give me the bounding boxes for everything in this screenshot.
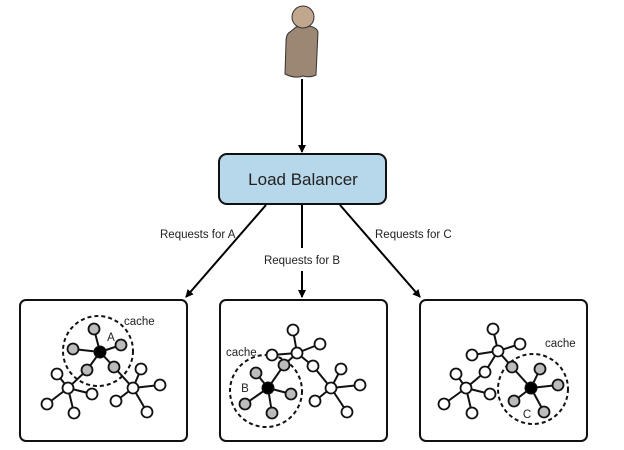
cached-node xyxy=(249,366,263,380)
cache-label-b: cache xyxy=(226,347,257,359)
graph-node xyxy=(306,359,320,373)
cached-node xyxy=(80,363,94,377)
cached-node xyxy=(537,405,551,419)
graph-node xyxy=(483,387,497,401)
cached-node xyxy=(107,360,121,374)
cached-node xyxy=(66,342,80,356)
cached-node xyxy=(87,322,101,336)
graph-node xyxy=(478,365,492,379)
graph-node xyxy=(109,394,123,408)
graph-node xyxy=(340,405,354,419)
graph-node xyxy=(486,322,500,336)
primary-node-b xyxy=(261,381,275,395)
cached-node xyxy=(238,397,252,411)
cached-node xyxy=(533,362,547,376)
graph-node xyxy=(50,367,64,381)
graph-node xyxy=(353,378,367,392)
graph-node xyxy=(449,367,463,381)
graph-node xyxy=(308,394,322,408)
route-arrow-a xyxy=(185,204,267,298)
partition-label-b: B xyxy=(241,383,249,395)
cached-node xyxy=(265,406,279,420)
cached-node xyxy=(114,338,128,352)
graph-node xyxy=(491,344,505,358)
graph-node xyxy=(290,346,304,360)
graph-node xyxy=(465,348,479,362)
cache-boundary-a xyxy=(62,315,134,387)
load-balancer-label: Load Balancer xyxy=(248,170,358,189)
graph-node xyxy=(85,387,99,401)
load-balancer: Load Balancer xyxy=(218,153,387,205)
route-arrow-c xyxy=(339,204,421,298)
graph-node xyxy=(313,337,327,351)
route-label-c: Requests for C xyxy=(375,229,452,241)
cached-node xyxy=(505,360,519,374)
graph-node xyxy=(61,381,75,395)
cached-node xyxy=(284,387,298,401)
cached-node xyxy=(507,394,521,408)
cache-boundary-c xyxy=(497,353,569,425)
partition-label-a: A xyxy=(107,332,115,344)
graph-node xyxy=(437,397,451,411)
cache-label-c: cache xyxy=(545,338,576,350)
user-icon xyxy=(284,5,319,78)
cached-node xyxy=(551,378,565,392)
graph-node xyxy=(134,362,148,376)
primary-node-a xyxy=(93,345,107,359)
graph-node xyxy=(286,323,300,337)
graph-node xyxy=(140,405,154,419)
graph-node xyxy=(126,381,140,395)
server-box-b xyxy=(219,299,388,442)
graph-node xyxy=(334,362,348,376)
graph-node xyxy=(513,337,527,351)
primary-node-c xyxy=(524,381,538,395)
partition-label-c: C xyxy=(523,409,531,421)
server-box-a xyxy=(19,299,188,442)
graph-node xyxy=(67,406,81,420)
graph-node xyxy=(265,348,279,362)
graph-node xyxy=(465,406,479,420)
graph-node xyxy=(324,381,338,395)
cached-node xyxy=(277,358,291,372)
graph-node xyxy=(153,378,167,392)
graph-node xyxy=(40,397,54,411)
cache-label-a: cache xyxy=(124,316,155,328)
route-label-b: Requests for B xyxy=(264,255,340,267)
graph-node xyxy=(459,381,473,395)
route-label-a: Requests for A xyxy=(160,229,236,241)
